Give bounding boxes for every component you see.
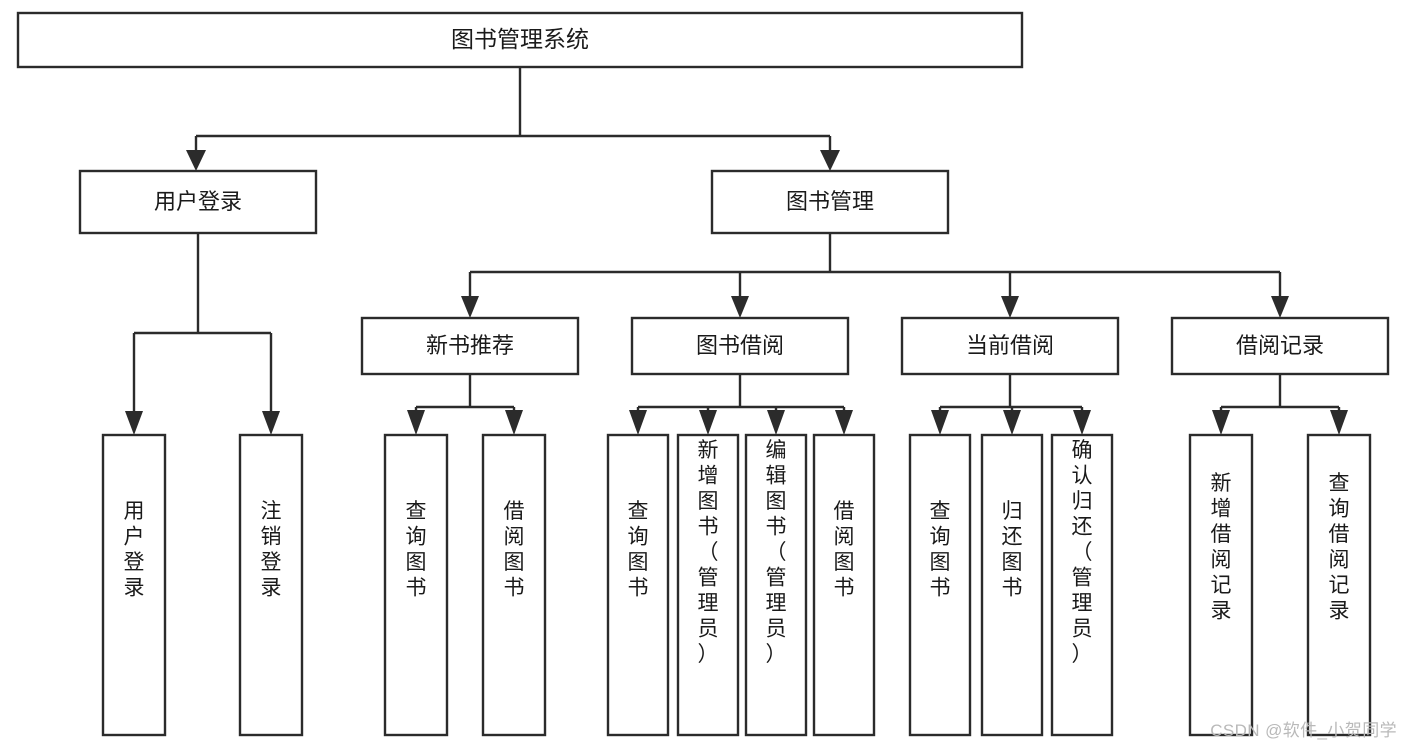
node-leaf-query-book-3-label: 查询图书 <box>930 500 951 600</box>
node-leaf-user-login-label: 用户登录 <box>124 500 145 600</box>
arrow-head-leaf-borrow-book-2 <box>835 410 853 435</box>
arrow-head-book-borrow <box>731 296 749 318</box>
node-leaf-borrow-book-1-box <box>481 433 547 737</box>
node-current-borrow-box <box>900 316 1120 376</box>
arrow-head-leaf-return-book <box>1003 410 1021 435</box>
csdn-watermark: CSDN @软件_小贺同学 <box>1210 721 1397 740</box>
node-leaf-borrow-book-2[interactable]: 借阅图书 <box>812 433 876 737</box>
node-new-book-recommend-box <box>360 316 580 376</box>
arrow-head-book-manage <box>820 150 840 171</box>
node-new-book-recommend-label: 新书推荐 <box>426 333 514 358</box>
arrow-head-current-borrow <box>1001 296 1019 318</box>
node-leaf-query-book-1[interactable]: 查询图书 <box>383 433 449 737</box>
node-leaf-borrow-book-1[interactable]: 借阅图书 <box>481 433 547 737</box>
node-current-borrow[interactable]: 当前借阅 <box>900 316 1120 376</box>
node-leaf-query-book-3-box <box>908 433 972 737</box>
node-user-login-label: 用户登录 <box>154 189 242 214</box>
node-leaf-query-book-1-label: 查询图书 <box>406 500 427 600</box>
arrow-head-leaf-query-book-1 <box>407 410 425 435</box>
node-leaf-borrow-book-2-label: 借阅图书 <box>834 500 855 600</box>
arrow-head-leaf-logout <box>262 411 280 435</box>
arrow-head-leaf-confirm-return <box>1073 410 1091 435</box>
node-leaf-return-book-label: 归还图书 <box>1002 500 1023 600</box>
node-leaf-add-record-box <box>1188 433 1254 737</box>
node-root-box <box>16 11 1024 69</box>
node-leaf-confirm-return-box <box>1050 433 1114 737</box>
node-leaf-query-book-3[interactable]: 查询图书 <box>908 433 972 737</box>
node-leaf-logout-label: 注销登录 <box>261 500 282 600</box>
arrow-head-borrow-record <box>1271 296 1289 318</box>
node-borrow-record-label: 借阅记录 <box>1236 333 1324 358</box>
node-book-borrow-box <box>630 316 850 376</box>
node-leaf-user-login-box <box>101 433 167 737</box>
arrow-head-leaf-edit-book <box>767 410 785 435</box>
node-leaf-user-login[interactable]: 用户登录 <box>101 433 167 737</box>
node-leaf-query-book-2-label: 查询图书 <box>628 500 649 600</box>
arrow-head-user-login <box>186 150 206 171</box>
arrow-head-leaf-query-book-3 <box>931 410 949 435</box>
node-leaf-edit-book-label: 编辑图书（管理员） <box>766 439 787 666</box>
arrow-head-leaf-add-record <box>1212 410 1230 435</box>
node-leaf-edit-book[interactable]: 编辑图书（管理员） <box>744 433 808 737</box>
node-leaf-query-record-box <box>1306 433 1372 737</box>
node-book-manage-label: 图书管理 <box>786 189 874 214</box>
node-user-login[interactable]: 用户登录 <box>78 169 318 235</box>
node-leaf-borrow-book-2-box <box>812 433 876 737</box>
node-borrow-record-box <box>1170 316 1390 376</box>
node-leaf-add-record-label: 新增借阅记录 <box>1211 472 1232 623</box>
node-book-manage-box <box>710 169 950 235</box>
node-leaf-query-book-1-box <box>383 433 449 737</box>
node-new-book-recommend[interactable]: 新书推荐 <box>360 316 580 376</box>
arrow-head-leaf-query-book-2 <box>629 410 647 435</box>
node-leaf-confirm-return[interactable]: 确认归还（管理员） <box>1050 433 1114 737</box>
node-leaf-add-book[interactable]: 新增图书（管理员） <box>676 433 740 737</box>
node-leaf-logout-box <box>238 433 304 737</box>
node-root-label: 图书管理系统 <box>451 26 589 52</box>
node-leaf-query-record[interactable]: 查询借阅记录 <box>1306 433 1372 737</box>
node-leaf-query-book-2-box <box>606 433 670 737</box>
arrow-head-leaf-query-record <box>1330 410 1348 435</box>
arrow-head-new-book-recommend <box>461 296 479 318</box>
arrow-head-leaf-user-login <box>125 411 143 435</box>
node-leaf-query-book-2[interactable]: 查询图书 <box>606 433 670 737</box>
node-user-login-box <box>78 169 318 235</box>
node-borrow-record[interactable]: 借阅记录 <box>1170 316 1390 376</box>
node-leaf-add-book-label: 新增图书（管理员） <box>698 439 719 666</box>
node-leaf-logout[interactable]: 注销登录 <box>238 433 304 737</box>
node-leaf-query-record-label: 查询借阅记录 <box>1329 472 1350 623</box>
node-book-manage[interactable]: 图书管理 <box>710 169 950 235</box>
node-leaf-edit-book-box <box>744 433 808 737</box>
arrow-head-leaf-add-book <box>699 410 717 435</box>
node-current-borrow-label: 当前借阅 <box>966 333 1054 358</box>
node-book-borrow-label: 图书借阅 <box>696 333 784 358</box>
node-leaf-return-book-box <box>980 433 1044 737</box>
connector-group <box>125 67 1348 435</box>
node-leaf-confirm-return-label: 确认归还（管理员） <box>1072 439 1093 666</box>
node-leaf-add-record[interactable]: 新增借阅记录 <box>1188 433 1254 737</box>
node-leaf-return-book[interactable]: 归还图书 <box>980 433 1044 737</box>
node-book-borrow[interactable]: 图书借阅 <box>630 316 850 376</box>
node-leaf-borrow-book-1-label: 借阅图书 <box>504 500 525 600</box>
arrow-head-leaf-borrow-book-1 <box>505 410 523 435</box>
node-root[interactable]: 图书管理系统 <box>16 11 1024 69</box>
node-leaf-add-book-box <box>676 433 740 737</box>
